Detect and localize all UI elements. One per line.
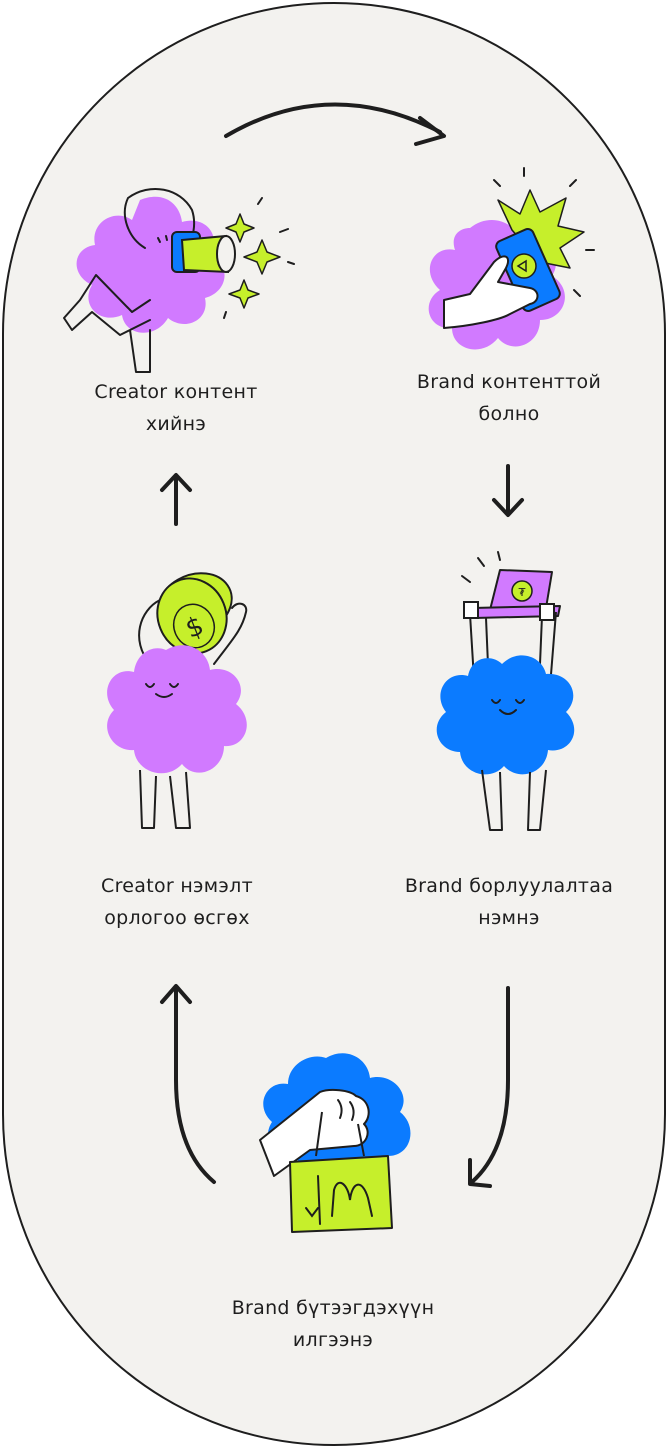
blue-blob <box>436 655 575 775</box>
step-label-line: Brand бүтээгдэхүүн <box>231 1297 435 1319</box>
arrow-top-curve <box>224 102 446 146</box>
arrow-curve-bottom-left <box>160 984 216 1184</box>
brand-laptop-illustration: ₮ <box>436 551 575 831</box>
step-label-line: Creator нэмэлт <box>101 875 253 897</box>
creator-filming-illustration <box>63 187 295 373</box>
step-label-line: Brand контенттой <box>416 371 602 393</box>
step-label-line: нэмнэ <box>478 907 540 929</box>
step-label-line: Creator контент <box>94 381 258 403</box>
arrow-down-right <box>492 464 524 517</box>
brand-bag-illustration <box>259 1053 411 1233</box>
step-label-brand-product: Brand бүтээгдэхүүн илгээнэ <box>213 1292 453 1356</box>
arrow-curve-bottom-right <box>468 986 510 1188</box>
step-label-line: болно <box>478 403 540 425</box>
brand-phone-illustration <box>428 167 595 350</box>
purple-blob <box>76 196 225 333</box>
step-label-creator-income: Creator нэмэлт орлогоо өсгөх <box>57 870 297 934</box>
step-label-line: Brand борлуулалтаа <box>404 875 614 897</box>
step-label-line: хийнэ <box>145 413 207 435</box>
step-label-creator-content: Creator контент хийнэ <box>56 376 296 440</box>
step-label-line: илгээнэ <box>292 1329 374 1351</box>
step-label-brand-content: Brand контенттой болно <box>389 366 629 430</box>
step-label-line: орлогоо өсгөх <box>104 907 250 929</box>
purple-blob <box>107 645 247 774</box>
arrow-up-left <box>160 473 192 526</box>
svg-text:₮: ₮ <box>519 586 526 599</box>
creator-coin-illustration: $ <box>107 572 248 829</box>
step-label-brand-sales: Brand борлуулалтаа нэмнэ <box>389 870 629 934</box>
